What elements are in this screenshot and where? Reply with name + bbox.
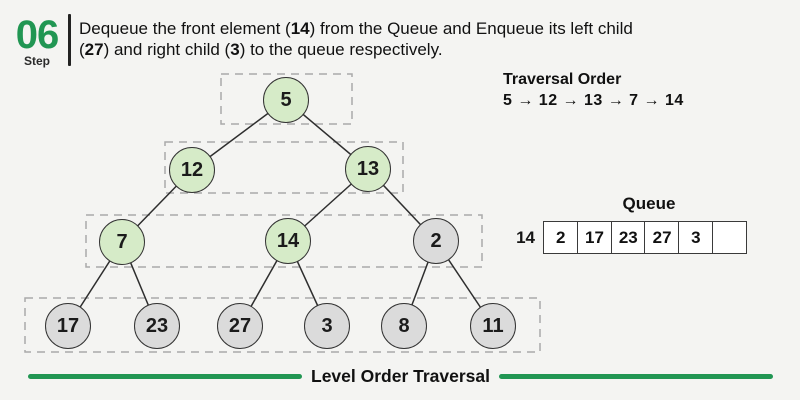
tree-node-2: 2 <box>413 218 459 264</box>
tree-node-8: 8 <box>381 303 427 349</box>
step-number: 06 <box>15 13 59 57</box>
queue-cell-23: 23 <box>610 221 646 254</box>
tree-node-13: 13 <box>345 146 391 192</box>
tree-node-7: 7 <box>99 219 145 265</box>
queue-cell-27: 27 <box>644 221 680 254</box>
header-divider <box>68 14 71 66</box>
step-description-highlight: 14 <box>290 19 310 38</box>
step-description-text: ) from the Queue and Enqueue its left ch… <box>79 19 633 59</box>
tree-node-27: 27 <box>217 303 263 349</box>
step-description-text: ) to the queue respectively. <box>239 39 443 59</box>
traversal-order-sequence: 5 → 12 → 13 → 7 → 14 <box>503 92 684 109</box>
step-description-highlight: 27 <box>84 39 104 59</box>
queue-cell-empty <box>711 221 748 254</box>
step-badge: 06 Step <box>12 13 62 68</box>
queue-cell-17: 17 <box>576 221 613 254</box>
footer-accent-line-left <box>28 373 302 380</box>
step-description: Dequeue the front element (14) from the … <box>79 12 633 60</box>
queue-dequeued-value: 14 <box>516 227 535 247</box>
tree-node-5: 5 <box>263 77 309 123</box>
tree-node-11: 11 <box>470 303 516 349</box>
level-box <box>164 141 404 194</box>
step-label: Step <box>23 54 50 68</box>
tree-node-17: 17 <box>45 303 91 349</box>
footer-accent-line-right <box>499 373 773 380</box>
queue-title: Queue <box>622 194 676 213</box>
header: 06 Step Dequeue the front element (14) f… <box>12 12 633 68</box>
tree-node-12: 12 <box>169 147 215 193</box>
step-description-text: ) and right child ( <box>103 39 231 59</box>
tree-node-3: 3 <box>304 303 350 349</box>
tree-node-14: 14 <box>265 218 311 264</box>
level-box <box>85 214 483 268</box>
traversal-order-block: Traversal Order 5 → 12 → 13 → 7 → 14 <box>503 71 684 110</box>
footer: Level Order Traversal <box>28 366 773 387</box>
step-description-highlight: 3 <box>230 39 240 59</box>
traversal-order-title: Traversal Order <box>503 71 622 88</box>
queue-cell-3: 3 <box>678 221 714 254</box>
tree-node-23: 23 <box>134 303 180 349</box>
queue-cell-2: 2 <box>543 221 579 254</box>
footer-title: Level Order Traversal <box>311 366 490 386</box>
level-box <box>24 297 541 353</box>
level-box <box>220 73 353 125</box>
step-description-text: Dequeue the front element ( <box>79 19 291 38</box>
